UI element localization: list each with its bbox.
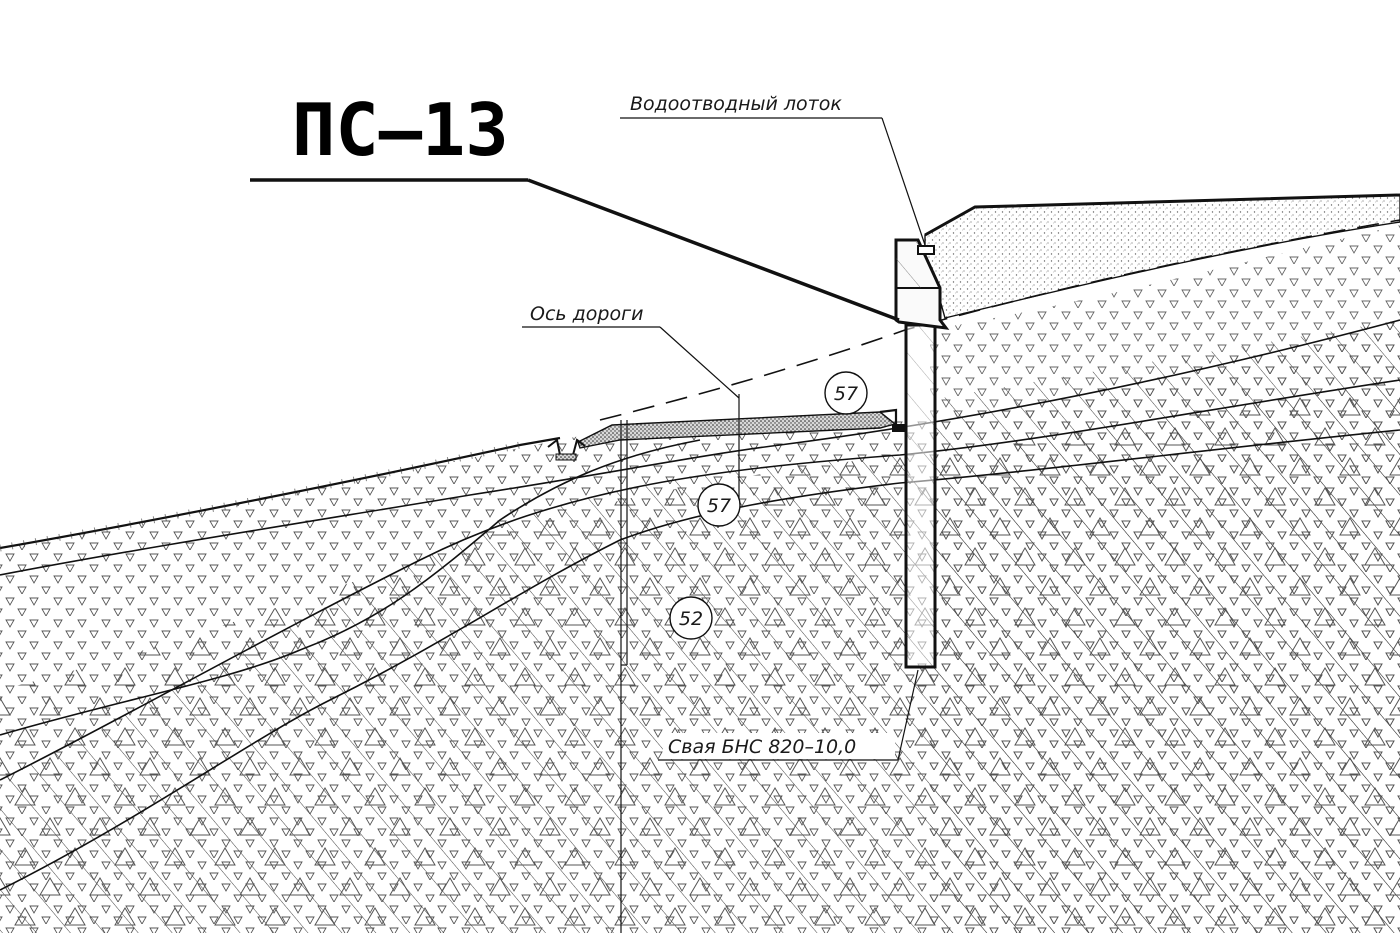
callout-pile: Свая БНС 820–10,0 <box>668 736 856 758</box>
road-pavement <box>577 411 897 449</box>
ditch-left-block <box>555 453 577 461</box>
callout-pile-bg <box>663 733 895 759</box>
layer-marker-52-text: 52 <box>679 608 703 630</box>
embankment-top-line <box>924 193 1400 237</box>
callout-road-axis-leader <box>659 326 740 399</box>
section-title: ПС–13 <box>292 88 509 172</box>
layer-boundary-4 <box>0 439 701 736</box>
layer-marker-57-lower: 57 <box>697 483 741 527</box>
layer-boundary-2 <box>0 379 1400 781</box>
layer-boundary-1 <box>0 319 1400 576</box>
layer-marker-52: 52 <box>669 596 713 640</box>
wall-cap-hatch <box>896 242 938 288</box>
ground-surface-x-marks <box>0 441 521 552</box>
callout-road-axis: Ось дороги <box>530 303 643 325</box>
callout-drain-tray-leader <box>881 117 926 246</box>
wall-toe-block <box>892 424 906 432</box>
layer-marker-57-upper: 57 <box>824 371 868 415</box>
layer-marker-57-upper-text: 57 <box>834 383 858 405</box>
callout-pile-leader <box>897 669 919 761</box>
layer-marker-57-lower-text: 57 <box>707 495 731 517</box>
title-leader <box>527 178 900 322</box>
layer-boundary-3 <box>0 429 1400 891</box>
drain-tray <box>917 245 935 255</box>
pile-body-white <box>907 326 934 666</box>
right-soil-diag <box>930 320 1400 933</box>
callout-drain-tray: Водоотводный лоток <box>630 93 842 115</box>
